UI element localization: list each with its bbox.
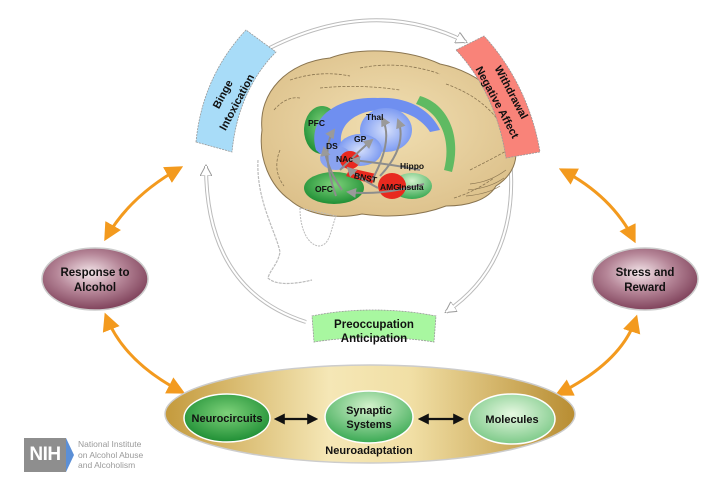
region-striatum-shape bbox=[314, 97, 440, 160]
label-insula: Insula bbox=[399, 182, 424, 192]
orange-arrows bbox=[102, 166, 641, 396]
molecules-label: Molecules bbox=[485, 414, 538, 426]
arrow-binge-response bbox=[104, 166, 184, 242]
label-amg: AMG bbox=[380, 182, 400, 192]
nih-chevron-icon bbox=[66, 438, 74, 472]
arrow-stress-neuroadaptation bbox=[554, 314, 641, 396]
neuroadaptation-title: Neuroadaptation bbox=[325, 445, 413, 457]
synaptic-line2: Systems bbox=[346, 419, 391, 431]
stage-preoccupation-line1: Preoccupation bbox=[334, 319, 414, 331]
label-thal: Thal bbox=[366, 112, 383, 122]
stage-preoccupation-anticipation[interactable]: Preoccupation Anticipation bbox=[311, 309, 437, 345]
nih-logo-line3: and Alcoholism bbox=[78, 460, 136, 471]
cycle-arrow-binge-to-withdrawal bbox=[261, 18, 466, 54]
node-neurocircuits[interactable]: Neurocircuits bbox=[183, 393, 271, 443]
label-ofc: OFC bbox=[315, 184, 333, 194]
label-pfc: PFC bbox=[308, 118, 325, 128]
nih-logo-line2: on Alcohol Abuse bbox=[78, 449, 144, 460]
node-synaptic-systems[interactable]: Synaptic Systems bbox=[324, 390, 414, 444]
brain-brainstem bbox=[299, 207, 337, 247]
stress-line2: Reward bbox=[624, 282, 666, 294]
neurocircuits-label: Neurocircuits bbox=[192, 413, 263, 425]
arrow-withdrawal-stress bbox=[558, 168, 636, 244]
stage-preoccupation-line2: Anticipation bbox=[341, 333, 407, 345]
label-ds: DS bbox=[326, 141, 338, 151]
node-stress-and-reward[interactable]: Stress and Reward bbox=[591, 247, 699, 311]
stress-line1: Stress and bbox=[616, 267, 675, 279]
limbic-arc-right bbox=[416, 96, 456, 172]
nih-logo-mark: NIH bbox=[24, 438, 66, 472]
stage-binge-intoxication[interactable]: Binge Intoxication bbox=[195, 29, 277, 153]
connection-arrows bbox=[320, 116, 425, 198]
node-response-to-alcohol[interactable]: Response to Alcohol bbox=[41, 247, 149, 311]
label-nac: NAc bbox=[336, 154, 353, 164]
brain-gyri bbox=[273, 64, 509, 199]
node-molecules[interactable]: Molecules bbox=[468, 393, 556, 445]
nih-logo: NIH National Institute on Alcohol Abuse … bbox=[24, 438, 143, 472]
nih-logo-line1: National Institute bbox=[78, 439, 142, 450]
brain-illustration: PFC DS Thal GP NAc BNST Hippo OFC AMG In… bbox=[257, 50, 517, 285]
label-bnst: BNST bbox=[353, 170, 379, 185]
cycle-arrows bbox=[206, 18, 514, 324]
neuroadaptation-band[interactable]: Neurocircuits Synaptic Systems Molecules… bbox=[164, 364, 576, 464]
brain-cerebellum bbox=[465, 169, 507, 197]
nih-logo-text: National Institute on Alcohol Abuse and … bbox=[78, 439, 143, 471]
label-hippo: Hippo bbox=[400, 161, 424, 171]
brain-head-outline bbox=[257, 159, 313, 285]
synaptic-line1: Synaptic bbox=[346, 405, 392, 417]
label-gp: GP bbox=[354, 134, 367, 144]
arrow-response-neuroadaptation bbox=[102, 312, 186, 394]
response-line2: Alcohol bbox=[74, 282, 116, 294]
response-line1: Response to bbox=[60, 267, 129, 279]
